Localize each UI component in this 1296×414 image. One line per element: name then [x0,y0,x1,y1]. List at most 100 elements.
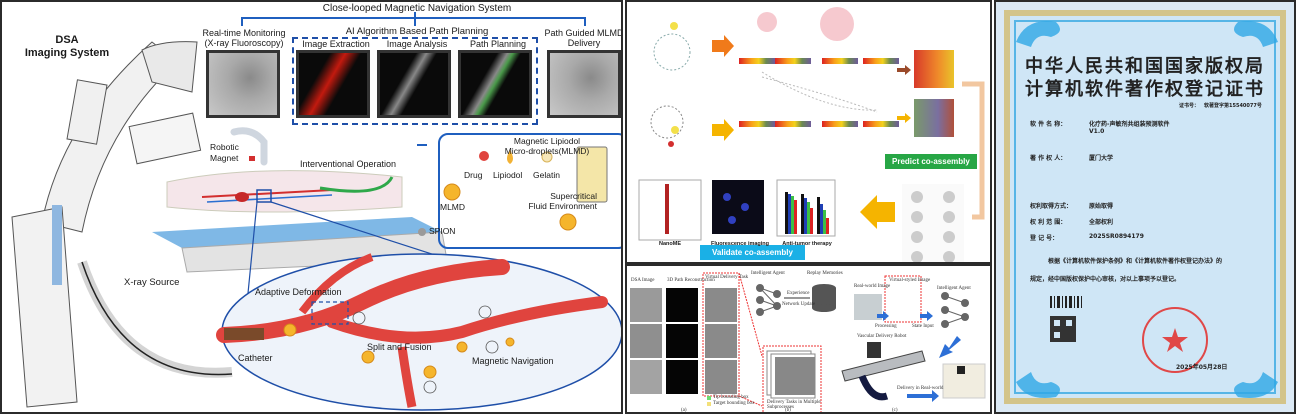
molecule-1 [653,33,691,71]
certificate-title-line1: 中华人民共和国国家版权局 [1025,56,1265,77]
c-arm-blue-panel [52,205,62,285]
step-label: Image Analysis [386,39,448,49]
nn-node [911,251,923,262]
c-arm-head [141,41,198,93]
virtual-task-image [705,360,737,394]
replay-label: Replay Memories [807,271,843,276]
zoom-region [256,189,272,203]
vessel-blue [206,194,333,203]
state-input-arrow-icon [920,311,933,321]
robot-stand [858,374,889,401]
ingredient-gelatin: Gelatin [533,170,560,180]
robotic-label-line2: Magnet [210,153,239,163]
zoom-line [738,395,763,407]
nn-node [911,191,923,203]
magnetic-navigation-label: Magnetic Navigation [472,356,554,366]
field-value-acquisition: 原始取得 [1089,203,1114,210]
arrow-yellow-icon [712,119,734,141]
col-header-3d: 3D Path Reconstruction [667,278,715,283]
field-value-software-name: 化疗药-声敏剂共组装预测软件 [1089,121,1170,128]
tip-box-legend-swatch [707,396,711,400]
zoom-line [738,272,763,357]
field-value-owner: 厦门大学 [1089,155,1114,162]
target-box-legend-swatch [707,402,711,406]
processing-label: Processing [875,324,897,329]
nn-node [943,191,955,203]
mlmd-droplet [559,213,577,231]
delivery-label-line2: Delivery [567,38,601,48]
processing-arrow-icon [877,311,889,321]
network-update-label: Network Update [782,302,816,307]
cell [741,203,749,211]
legend-target: Target bounding box [713,401,755,406]
delivery-label-line1: Path Guided MLMD [544,28,623,38]
field-value-version: V1.0 [1089,128,1105,135]
predict-co-assembly-button[interactable]: Predict co-assembly [885,154,977,169]
arrow-validate-icon [860,195,895,229]
arrow-orange-icon [712,35,734,57]
qr-marker [1054,320,1060,326]
feature-bars-bottom [739,121,899,127]
attention-links [761,76,878,113]
ai-planning-title: AI Algorithm Based Path Planning [345,26,489,37]
path-reconstruction-image [666,360,698,394]
c-arm-base [11,206,78,408]
statement-line2: 规定，经中国版权保护中心审核，对以上事项予以登记。 [1030,276,1181,283]
interventional-label: Interventional Operation [300,159,397,169]
validate-co-assembly-button[interactable]: Validate co-assembly [700,245,805,260]
arrow-brown-icon [897,65,911,75]
fluorescence-image [712,180,764,234]
virtual-task-highlight [702,272,740,397]
loop-arrow [962,81,985,220]
co-assembly-prediction-panel: Predict co-assembly Validate co-assembly… [625,0,992,264]
image-analysis-thumbnail [377,50,451,118]
ingredient-lipiodol: Lipiodol [493,170,523,180]
field-label-registration: 登 记 号： [1030,235,1059,242]
system-bracket [241,17,586,26]
co-assembly-graphics [638,7,985,262]
supercritical-line1: Supercritical [550,191,597,201]
monitoring-label-line2: (X-ray Fluoroscopy) [204,38,284,48]
certificate-inner-border [1014,20,1276,394]
monitoring-label-line1: Real-time Monitoring [202,28,286,38]
sulfur-atom [670,22,678,30]
split-fusion-label: Split and Fusion [367,342,432,352]
sublabel-c: (c) [892,408,898,413]
magnet-field-icon [478,305,492,319]
image-extraction-thumbnail [296,50,370,118]
magnet-field-icon [485,340,499,354]
catheter-label: Catheter [238,353,273,363]
step-label: Image Extraction [302,39,370,49]
field-label-software-name: 软 件 名 称： [1030,121,1067,128]
arrow-yellow-small-icon [897,113,911,123]
heatmap-a [914,50,954,88]
nanome-histogram [638,179,702,241]
magnet-head [249,156,255,161]
field-value-registration: 2025SR0894179 [1089,233,1144,240]
vessel-branch-lower [326,296,608,344]
robot-motor [867,342,881,358]
nn-node [943,211,955,223]
fluoroscopy-thumbnail [206,50,280,118]
experience-label: Experience [787,291,810,296]
caption-anti-tumor: Anti-tumor therapy [782,241,832,247]
dsa-label-line1: DSA [55,34,79,46]
graph-highlight [757,12,777,32]
barcode [1050,296,1082,308]
field-label-owner: 著 作 权 人： [1030,155,1067,162]
ornament-top-left [1016,21,1060,47]
reactor-vessel [576,146,608,203]
certificate-number-label: 证书号： [1179,103,1200,109]
episode-frame-image [775,357,815,395]
attention-links [761,71,878,111]
caption-fluorescence: Fluorescence imaging [710,241,770,247]
dsa-image [630,360,662,394]
official-seal [1142,307,1208,373]
action-arrow-icon [939,336,961,358]
agent-label: Intelligent Agent [751,271,785,276]
legend-tip: Tip bounding box [713,395,749,400]
episodes-highlight [762,345,822,412]
qr-marker [1066,320,1072,326]
delivery-arrow-icon [907,390,939,402]
robot-rail [841,350,926,382]
